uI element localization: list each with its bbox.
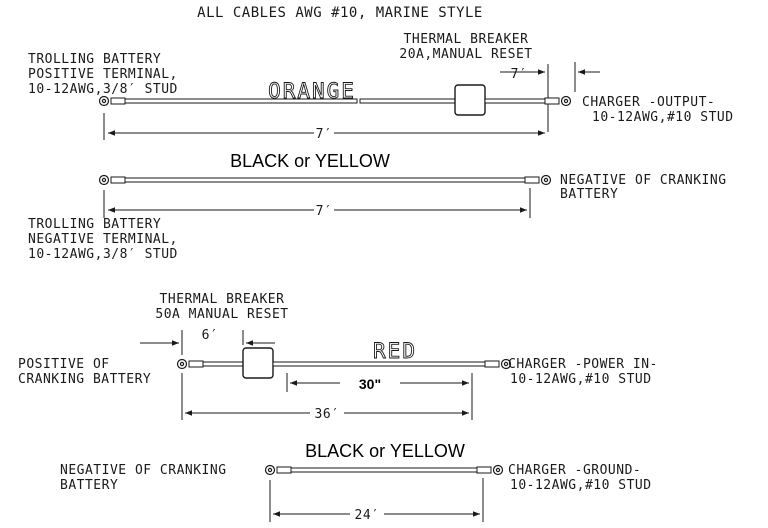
cable2-left-ring-terminal: [98, 174, 110, 186]
cable3-right-label-1: CHARGER -POWER IN-: [508, 357, 658, 372]
cable1-right-ring-terminal: [560, 95, 572, 107]
cable4-length-dim: 24′: [355, 508, 380, 523]
cable3-left-label-2: CRANKING BATTERY: [18, 372, 151, 387]
cable3-left-ring-terminal: [176, 358, 188, 370]
cable4-left-ring-terminal: [264, 464, 276, 476]
cable1-left-label-1: TROLLING BATTERY: [28, 52, 161, 67]
cable1-right-label-1: CHARGER -OUTPUT-: [582, 95, 715, 110]
cable1-wire-left: [124, 98, 358, 104]
cable3-offset-dim: 6′: [202, 328, 219, 343]
cable3-breaker-label-1: THERMAL BREAKER: [160, 292, 285, 307]
cable1-thermal-breaker: [454, 84, 486, 116]
cable2-right-label-2: BATTERY: [560, 187, 618, 202]
cable1-breaker-label-1: THERMAL BREAKER: [404, 32, 529, 47]
cable2-color-label: BLACK or YELLOW: [230, 151, 390, 171]
cable1-wire-right: [484, 98, 546, 104]
cable3-length-dim: 36′: [315, 407, 340, 422]
cable1-offset-dim: 7′: [511, 67, 528, 82]
cable1-wire-mid: [359, 98, 456, 104]
cable1-length-dim: 7′: [316, 127, 333, 142]
cable3-thermal-breaker: [242, 347, 274, 379]
cable3-wire: [272, 361, 486, 367]
cable2-right-label-1: NEGATIVE OF CRANKING: [560, 173, 727, 188]
cable-2-negative: BLACK or YELLOW NEGATIVE OF CRANKING BAT…: [28, 151, 727, 262]
cable4-right-label-1: CHARGER -GROUND-: [508, 463, 641, 478]
cable2-left-label-3: 10-12AWG,3/8′ STUD: [28, 247, 178, 262]
cable2-right-ring-terminal: [540, 174, 552, 186]
cable4-right-label-2: 10-12AWG,#10 STUD: [510, 478, 652, 493]
cable1-breaker-label-2: 20A,MANUAL RESET: [399, 47, 532, 62]
cable4-color-label: BLACK or YELLOW: [305, 441, 465, 461]
cable-4-ground: BLACK or YELLOW NEGATIVE OF CRANKING BAT…: [60, 441, 652, 523]
cable1-left-label-3: 10-12AWG,3/8′ STUD: [28, 82, 178, 97]
cable3-right-ring-terminal: [500, 358, 512, 370]
cable3-breaker-label-2: 50A MANUAL RESET: [155, 307, 288, 322]
cable1-left-ring-terminal: [98, 95, 110, 107]
cable2-left-label-1: TROLLING BATTERY: [28, 217, 161, 232]
cable4-wire: [290, 467, 478, 473]
cable2-left-label-2: NEGATIVE TERMINAL,: [28, 232, 178, 247]
cable2-wire: [124, 177, 526, 183]
cable3-color-label: RED: [373, 339, 417, 363]
cable4-left-label-1: NEGATIVE OF CRANKING: [60, 463, 227, 478]
cable4-left-label-2: BATTERY: [60, 478, 118, 493]
cable2-length-dim: 7′: [316, 204, 333, 219]
cable-1-orange: TROLLING BATTERY POSITIVE TERMINAL, 10-1…: [28, 32, 734, 142]
cable1-left-label-2: POSITIVE TERMINAL,: [28, 67, 178, 82]
cable1-right-label-2: 10-12AWG,#10 STUD: [592, 110, 734, 125]
diagram-title: ALL CABLES AWG #10, MARINE STYLE: [197, 5, 483, 21]
cable3-inner-dim: 30": [359, 376, 381, 392]
cable-3-red: THERMAL BREAKER 50A MANUAL RESET 6′ RED …: [18, 292, 658, 422]
cable3-right-label-2: 10-12AWG,#10 STUD: [510, 372, 652, 387]
cable3-left-label-1: POSITIVE OF: [18, 357, 110, 372]
cable4-right-ring-terminal: [492, 464, 504, 476]
